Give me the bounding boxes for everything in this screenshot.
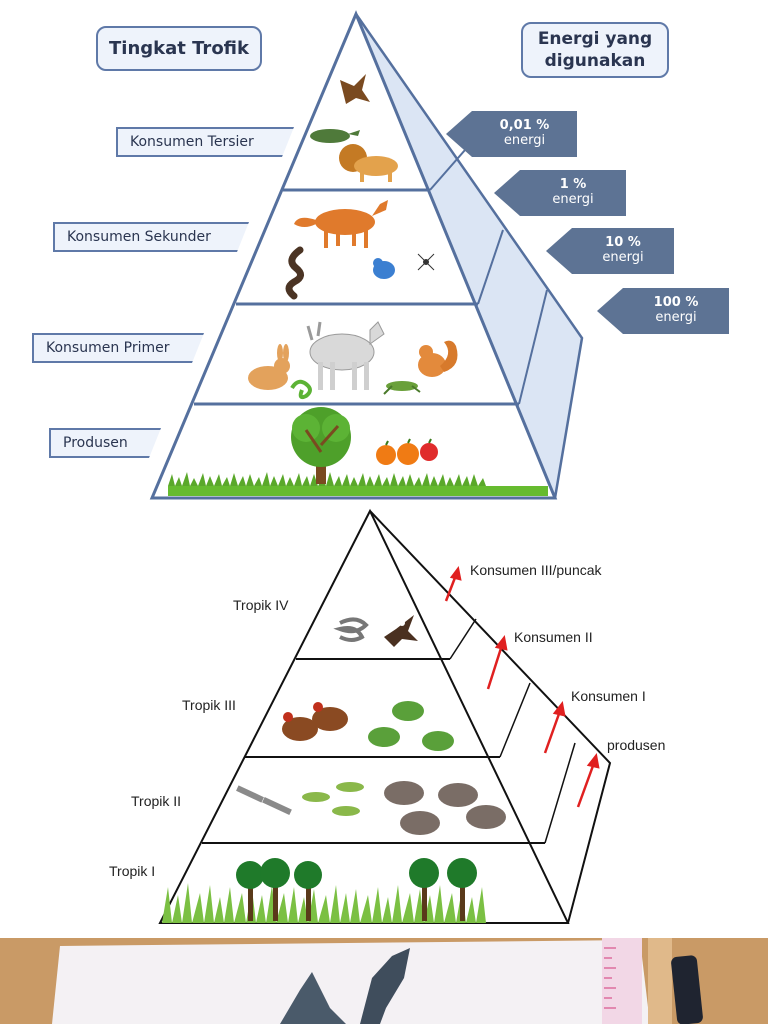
level-label-producer: Produsen [49,428,161,458]
caterpillars-illustration [236,785,292,816]
level-label-tertiary: Konsumen Tersier [116,127,294,157]
trophic-pyramid-graphic [158,508,612,924]
energy-unit: energi [552,192,594,207]
trophic-pyramid-diagram: Tropik IV Tropik III Tropik II Tropik I … [0,505,768,935]
crocodile-illustration [310,129,360,143]
grass-trees-illustration [162,858,486,923]
drawing-photo-graphic [0,938,768,1024]
energy-pyramid-diagram: Tingkat Trofik Energi yang digunakan Kon… [0,0,768,510]
spider-illustration [417,253,435,271]
fruits-illustration [376,438,438,465]
tropik-label-4: Tropik IV [233,597,289,613]
frogs-illustration [368,701,454,751]
consumer-label-apex: Konsumen III/puncak [470,562,602,578]
energy-arrow-3: 100 % energi [597,288,729,334]
goat-illustration [306,321,385,390]
rats-illustration [384,781,506,835]
consumer-label-primary: Konsumen I [571,688,646,704]
lion-illustration [339,144,398,182]
rabbit-illustration [248,344,290,390]
bird-drawing [280,972,346,1024]
red-up-arrows [444,566,600,808]
energy-used-heading-line1: Energi yang [537,29,653,49]
energy-value: 100 % [653,295,699,310]
energy-unit: energi [602,250,644,265]
energy-value: 10 % [605,235,641,250]
snake-illustration [285,246,304,300]
eagle-illustration [340,74,370,104]
energy-arrow-0: 0,01 % energi [446,111,577,157]
tropik-label-1: Tropik I [109,863,156,879]
energy-value: 0,01 % [499,118,550,133]
consumer-label-secondary: Konsumen II [514,629,593,645]
grasshopper-illustration [383,381,421,395]
trophic-level-heading: Tingkat Trofik [96,26,262,71]
energy-used-heading: Energi yang digunakan [521,22,669,78]
energy-unit: energi [503,133,546,148]
energy-unit: energi [655,310,697,325]
energy-arrow-1: 1 % energi [494,170,626,216]
squirrel-illustration [418,340,458,377]
drawing-photo-strip [0,938,768,1024]
level-label-secondary: Konsumen Sekunder [53,222,249,252]
bird-illustration [373,258,395,279]
energy-used-heading-line2: digunakan [544,51,646,71]
tropik-label-2: Tropik II [131,793,182,809]
energy-arrow-2: 10 % energi [546,228,674,274]
energy-value: 1 % [559,177,587,192]
consumer-label-producer: produsen [607,737,666,753]
energy-pyramid-graphic [149,10,584,500]
snake-eagle-illustration [333,615,418,647]
small-snake-illustration [290,379,312,400]
level-label-primary: Konsumen Primer [32,333,204,363]
trophic-level-heading-text: Tingkat Trofik [109,38,249,59]
fox-illustration [294,200,388,248]
chickens-illustration [282,702,348,741]
grasshoppers-illustration [302,782,364,816]
grass-strip [168,472,548,496]
tree-illustration [291,407,351,484]
tropik-label-3: Tropik III [182,697,236,713]
